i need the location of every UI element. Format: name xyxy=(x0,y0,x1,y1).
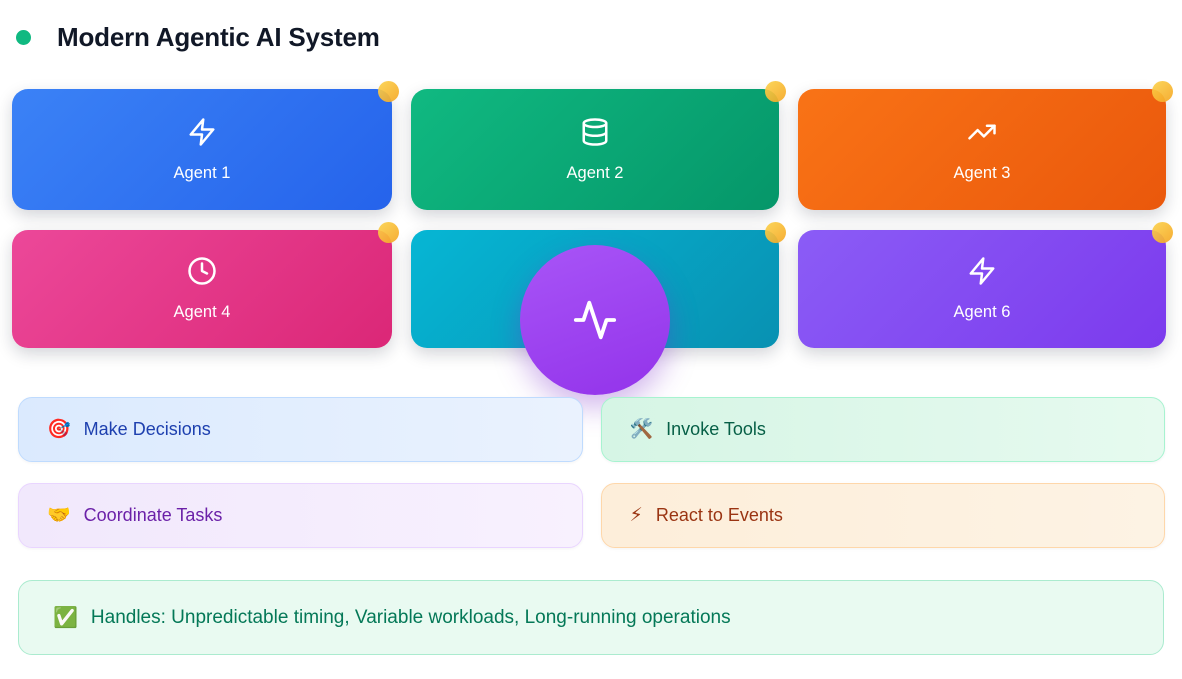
agent-label: Agent 4 xyxy=(173,303,231,321)
agent-card-3: Agent 3 xyxy=(798,81,1173,210)
activity-icon xyxy=(573,300,617,340)
notification-dot-icon xyxy=(1152,81,1173,102)
agent-label: Agent 3 xyxy=(953,163,1011,182)
agent-label: Agent 2 xyxy=(566,163,624,182)
header: Modern Agentic AI System xyxy=(16,22,380,53)
capability-label: Invoke Tools xyxy=(666,419,766,439)
handshake-icon: 🤝 xyxy=(47,505,71,526)
capability-label: Make Decisions xyxy=(83,419,211,439)
agent-card-1: Agent 1 xyxy=(12,81,399,210)
notification-dot-icon xyxy=(378,222,399,243)
capability-react-to-events: ⚡ React to Events xyxy=(600,483,1165,548)
agent-card-4: Agent 4 xyxy=(12,222,399,348)
capabilities-grid: 🎯 Make Decisions 🛠️ Invoke Tools 🤝 Coord… xyxy=(18,397,1165,548)
notification-dot-icon xyxy=(378,81,399,102)
lightning-icon: ⚡ xyxy=(629,505,643,526)
check-mark-icon: ✅ xyxy=(53,606,78,629)
agent-label: Agent 6 xyxy=(953,303,1011,321)
database-icon xyxy=(582,117,608,146)
notification-dot-icon xyxy=(765,222,786,243)
clock-icon xyxy=(188,257,216,285)
notification-dot-icon xyxy=(765,81,786,102)
zap-icon xyxy=(189,117,215,146)
agents-grid: Agent 1 Agent 2 Agent 3 Agent 4 Agent 6 xyxy=(12,81,1173,348)
agent-card-2: Agent 2 xyxy=(411,81,786,210)
status-dot-icon xyxy=(16,30,31,45)
activity-hub xyxy=(520,245,670,395)
capability-coordinate-tasks: 🤝 Coordinate Tasks xyxy=(18,483,583,548)
agent-label: Agent 1 xyxy=(173,163,231,182)
capability-label: React to Events xyxy=(655,505,783,525)
banner-text: Handles: Unpredictable timing, Variable … xyxy=(90,606,731,628)
notification-dot-icon xyxy=(1152,222,1173,243)
capability-invoke-tools: 🛠️ Invoke Tools xyxy=(600,397,1165,462)
capability-make-decisions: 🎯 Make Decisions xyxy=(18,397,583,462)
page-title: Modern Agentic AI System xyxy=(57,22,380,52)
handles-banner: ✅ Handles: Unpredictable timing, Variabl… xyxy=(18,580,1164,655)
hammer-wrench-icon: 🛠️ xyxy=(629,419,654,440)
agent-card-6: Agent 6 xyxy=(798,222,1173,348)
target-icon: 🎯 xyxy=(47,419,71,440)
zap-icon xyxy=(969,257,995,285)
trending-up-icon xyxy=(968,124,996,139)
capability-label: Coordinate Tasks xyxy=(83,505,223,525)
